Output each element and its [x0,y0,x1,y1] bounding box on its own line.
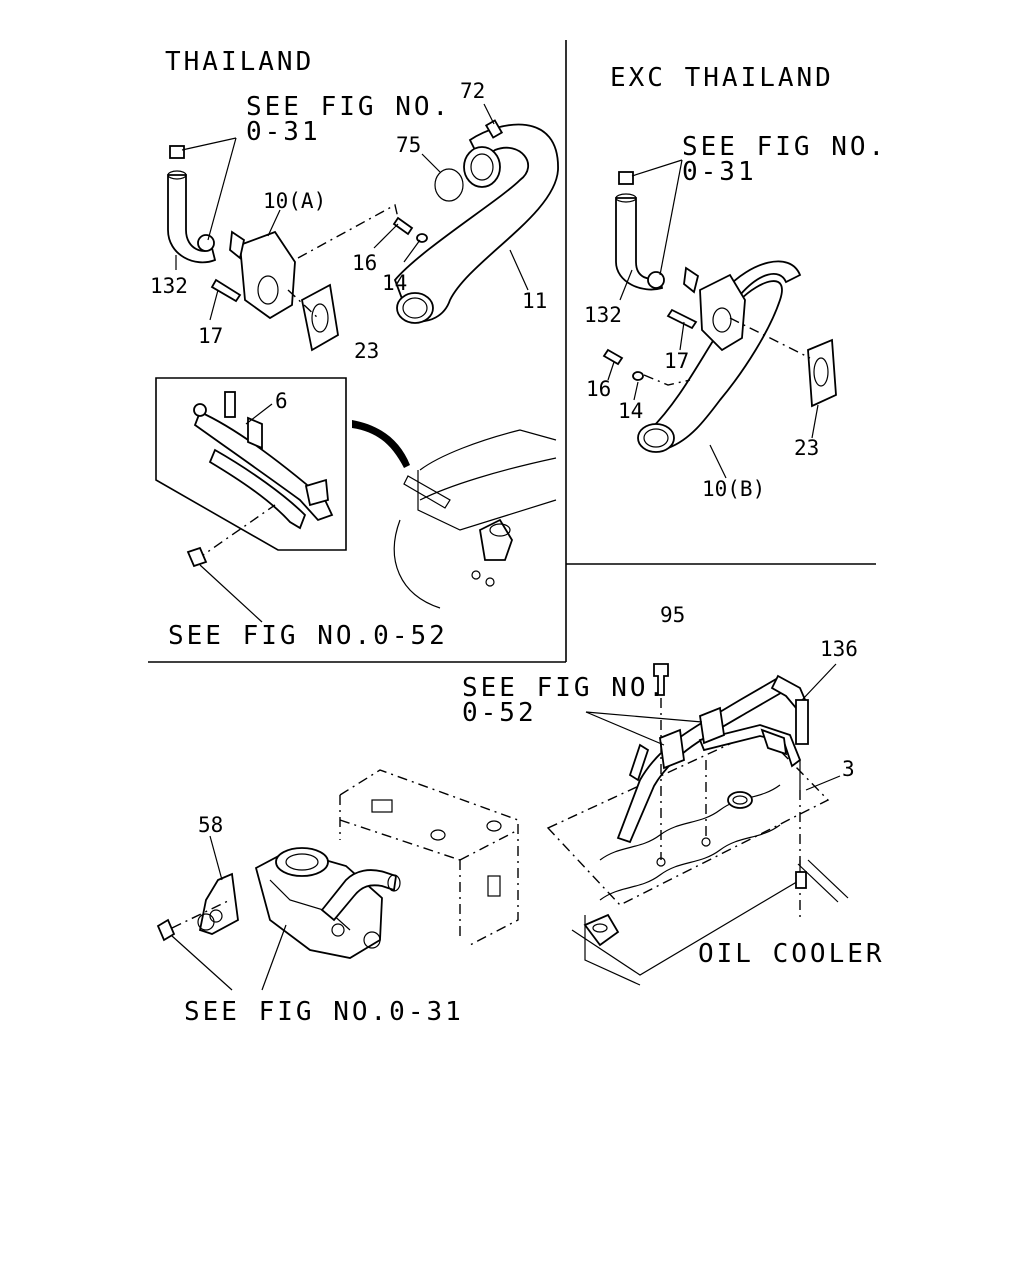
section-title-exc-thailand: EXC THAILAND [610,63,834,93]
bottom-left-assembly [156,769,519,991]
fig-ref-0-31-a-line2: 0-31 [246,117,321,147]
engine-sketch-top [352,420,557,609]
fig-ref-0-31-b-line2: 0-31 [682,157,757,187]
callout-95: 95 [660,603,685,627]
fig-ref-0-31-b-line1: SEE FIG NO. [682,132,887,162]
callout-132: 132 [150,274,188,298]
callout-16: 16 [352,251,377,275]
section-title-oil-cooler: OIL COOLER [698,939,885,969]
callout-58: 58 [198,813,223,837]
inset-box [155,377,347,623]
frame-lines [148,40,876,663]
callout-14: 14 [382,271,407,295]
callout-72: 72 [460,79,485,103]
fig-ref-0-52-b-line2: 0-52 [462,698,537,728]
callout-6: 6 [275,389,288,413]
fig-ref-0-52-b-line1: SEE FIG NO. [462,673,667,703]
callout-23: 23 [354,339,379,363]
callout-10a: 10(A) [263,189,326,213]
exc-thailand-assembly [602,159,837,479]
callout-132-b: 132 [584,303,622,327]
callout-17-b: 17 [664,349,689,373]
oil-cooler-assembly [546,663,849,986]
fig-ref-0-31-c: SEE FIG NO.0-31 [184,997,464,1027]
fig-ref-0-52-a: SEE FIG NO.0-52 [168,621,448,651]
callout-10b: 10(B) [702,477,765,501]
callout-75: 75 [396,133,421,157]
callout-3: 3 [842,757,855,781]
callout-16-b: 16 [586,377,611,401]
callout-17: 17 [198,324,223,348]
callout-14-b: 14 [618,399,643,423]
callout-23-b: 23 [794,436,819,460]
callout-136: 136 [820,637,858,661]
section-title-thailand: THAILAND [165,47,314,77]
callout-11: 11 [522,289,547,313]
fig-ref-0-31-a-line1: SEE FIG NO. [246,92,451,122]
thailand-assembly [167,103,559,352]
